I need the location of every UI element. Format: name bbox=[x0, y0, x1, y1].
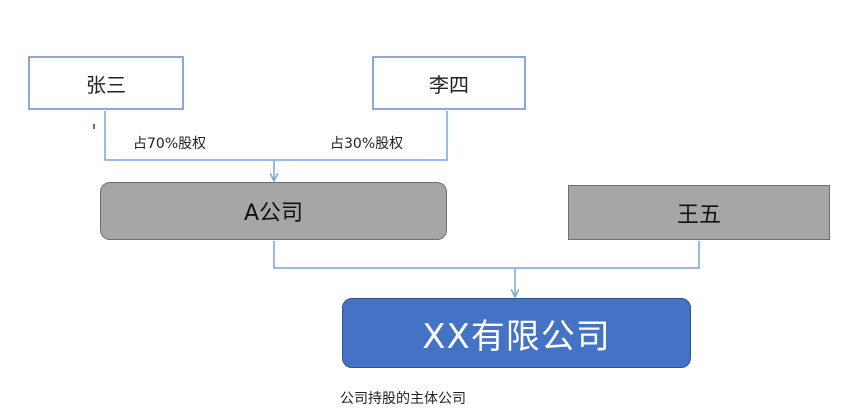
target-company-name: XX有限公司 bbox=[422, 316, 611, 357]
shareholder-lisi-name: 李四 bbox=[429, 72, 469, 97]
shareholder-wangwu-name: 王五 bbox=[676, 202, 721, 228]
stake-label-zhangsan: 占70%股权 bbox=[133, 136, 207, 152]
shareholder-lisi-box: 李四 bbox=[372, 56, 526, 110]
company-a-box: A公司 bbox=[100, 182, 447, 240]
company-a-name: A公司 bbox=[243, 201, 304, 226]
target-company-box: XX有限公司 bbox=[342, 298, 691, 368]
diagram-caption: 公司持股的主体公司 bbox=[340, 391, 466, 407]
stake-label-lisi: 占30%股权 bbox=[330, 136, 404, 152]
connector-a-to-target bbox=[273, 241, 515, 269]
connector-wangwu-to-target bbox=[515, 241, 700, 269]
shareholder-zhangsan-name: 张三 bbox=[86, 72, 126, 97]
green-tick-mark bbox=[93, 124, 95, 129]
shareholder-zhangsan-box: 张三 bbox=[28, 56, 184, 110]
shareholder-wangwu-box: 王五 bbox=[568, 185, 830, 240]
